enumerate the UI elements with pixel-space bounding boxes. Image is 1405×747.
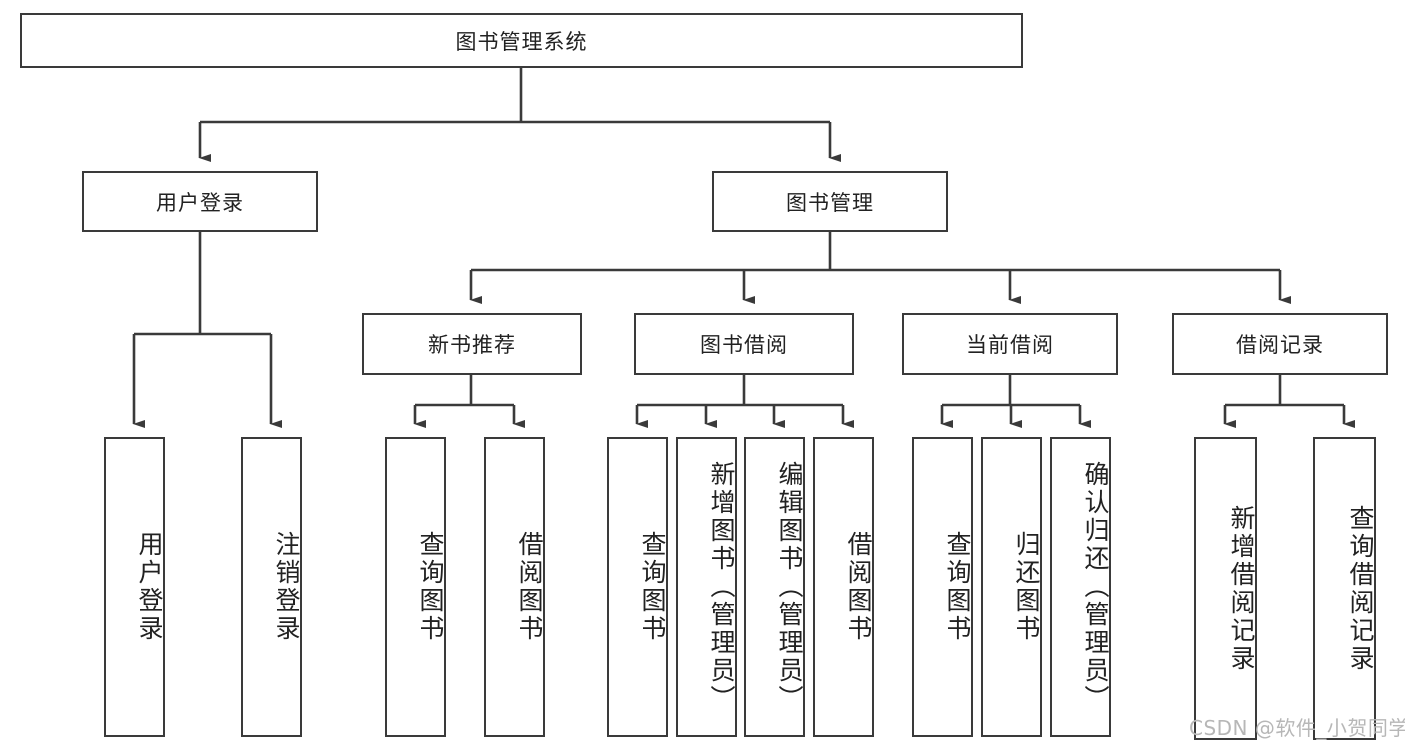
node-label: 编辑图书（管理员） <box>775 461 804 713</box>
leaf-user-login-logout[interactable]: 注销登录 <box>241 437 302 737</box>
node-label: 确认归还（管理员） <box>1081 461 1110 713</box>
leaf-current-borrow-confirm-return-admin[interactable]: 确认归还（管理员） <box>1050 437 1111 737</box>
node-label: 借阅图书 <box>515 531 544 643</box>
leaf-borrow-record-add[interactable]: 新增借阅记录 <box>1194 437 1257 740</box>
node-label: 用户登录 <box>156 190 244 215</box>
node-user-login[interactable]: 用户登录 <box>82 171 318 232</box>
leaf-new-book-borrow[interactable]: 借阅图书 <box>484 437 545 737</box>
node-label: 查询图书 <box>638 531 667 643</box>
node-label: 用户登录 <box>135 531 164 643</box>
node-label: 查询借阅记录 <box>1346 504 1375 673</box>
node-label: 查询图书 <box>943 531 972 643</box>
node-current-borrow[interactable]: 当前借阅 <box>902 313 1118 375</box>
leaf-current-borrow-query[interactable]: 查询图书 <box>912 437 973 737</box>
leaf-borrow-record-query[interactable]: 查询借阅记录 <box>1313 437 1376 740</box>
node-label: 图书借阅 <box>700 333 788 357</box>
node-new-book-recommend[interactable]: 新书推荐 <box>362 313 582 375</box>
node-label: 查询图书 <box>416 531 445 643</box>
node-label: 当前借阅 <box>966 333 1054 357</box>
node-label: 借阅图书 <box>844 531 873 643</box>
leaf-book-borrow-borrow[interactable]: 借阅图书 <box>813 437 874 737</box>
node-label: 借阅记录 <box>1236 333 1324 357</box>
node-borrow-record[interactable]: 借阅记录 <box>1172 313 1388 375</box>
leaf-book-borrow-query[interactable]: 查询图书 <box>607 437 668 737</box>
node-label: 注销登录 <box>272 531 301 643</box>
leaf-user-login-login[interactable]: 用户登录 <box>104 437 165 737</box>
node-label: 新增借阅记录 <box>1227 504 1256 673</box>
node-book-borrow[interactable]: 图书借阅 <box>634 313 854 375</box>
node-book-management[interactable]: 图书管理 <box>712 171 948 232</box>
node-label: 新书推荐 <box>428 333 516 357</box>
leaf-book-borrow-edit-admin[interactable]: 编辑图书（管理员） <box>744 437 805 737</box>
node-label: 图书管理系统 <box>455 29 588 54</box>
node-label: 新增图书（管理员） <box>707 461 736 713</box>
leaf-new-book-query[interactable]: 查询图书 <box>385 437 446 737</box>
leaf-book-borrow-add-admin[interactable]: 新增图书（管理员） <box>676 437 737 737</box>
node-label: 归还图书 <box>1012 531 1041 643</box>
leaf-current-borrow-return[interactable]: 归还图书 <box>981 437 1042 737</box>
node-label: 图书管理 <box>786 190 874 215</box>
node-root-book-management-system[interactable]: 图书管理系统 <box>20 13 1023 68</box>
csdn-watermark: CSDN @软件_小贺同学 <box>1189 716 1405 740</box>
